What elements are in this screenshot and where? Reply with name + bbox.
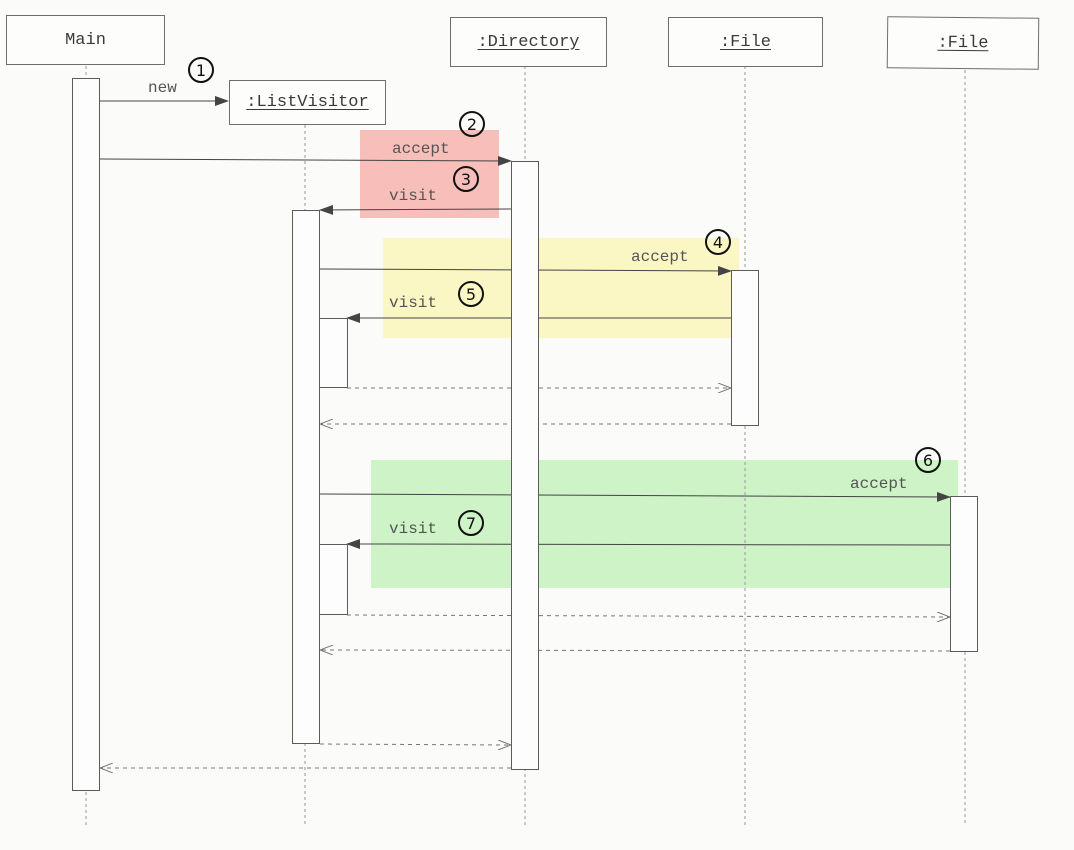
label-visit-file1: visit bbox=[389, 294, 438, 312]
highlight-yellow bbox=[383, 238, 739, 338]
return-visit-file2 bbox=[346, 615, 950, 617]
return-accept-file2 bbox=[320, 650, 951, 651]
activation-listvisitor-visit-2 bbox=[319, 544, 348, 615]
arrow-accept-file2 bbox=[319, 491, 951, 502]
step-number-7: 7 bbox=[458, 510, 484, 536]
step-number-5: 5 bbox=[458, 281, 484, 307]
label-accept-file1: accept bbox=[631, 248, 689, 266]
activation-main bbox=[72, 78, 100, 791]
object-directory: :Directory bbox=[450, 17, 607, 67]
activation-file-1 bbox=[731, 270, 759, 426]
object-main: Main bbox=[6, 15, 165, 65]
activation-directory bbox=[511, 161, 539, 770]
label-visit-file2: visit bbox=[389, 520, 438, 538]
step-number-3: 3 bbox=[453, 166, 479, 192]
return-visit-directory bbox=[319, 744, 511, 745]
object-listvisitor: :ListVisitor bbox=[229, 80, 386, 125]
step-number-1: 1 bbox=[188, 57, 214, 83]
activation-listvisitor bbox=[292, 210, 320, 744]
arrow-visit-directory bbox=[319, 204, 512, 215]
arrow-accept-directory bbox=[99, 155, 512, 166]
label-accept-file2: accept bbox=[850, 475, 908, 493]
activation-file-2 bbox=[950, 496, 978, 652]
step-number-6: 6 bbox=[915, 447, 941, 473]
object-file-1: :File bbox=[668, 17, 823, 67]
step-number-4: 4 bbox=[705, 229, 731, 255]
activation-listvisitor-visit-1 bbox=[319, 318, 348, 388]
label-accept-directory: accept bbox=[392, 140, 450, 158]
object-file-2: :File bbox=[886, 16, 1040, 70]
label-new: new bbox=[148, 79, 177, 97]
step-number-2: 2 bbox=[459, 111, 485, 137]
arrow-visit-file2 bbox=[346, 539, 951, 550]
label-visit-directory: visit bbox=[389, 187, 438, 205]
